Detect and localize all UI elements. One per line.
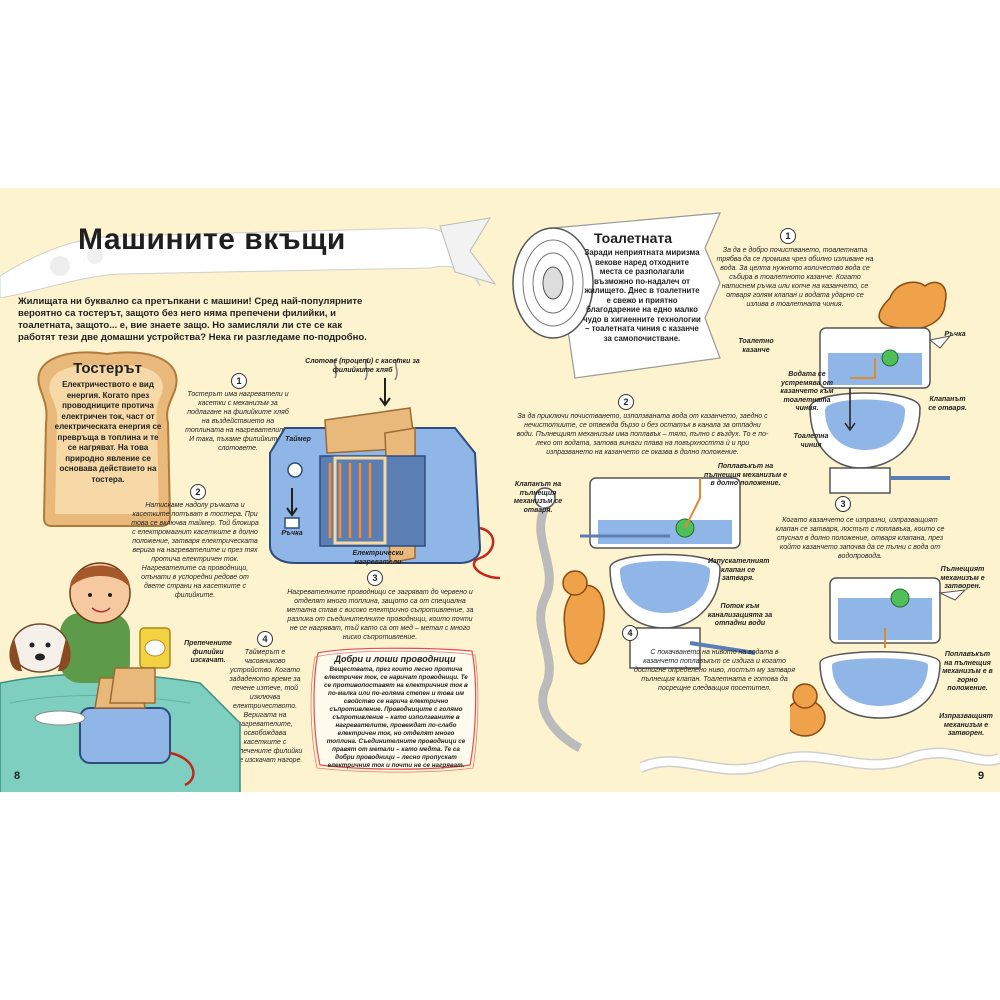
label-slots: Слотове (процепи) с касетки за филийките… [305, 358, 420, 374]
label-toilet-bowl: Тоалетна чиния [793, 433, 829, 449]
toaster-step-1-text: Тостерът има нагреватели и касетки с мех… [185, 391, 291, 452]
label-fill-closed: Пълнещият механизъм е затворен. [940, 566, 985, 590]
toilet-step-3-text: Когато казанчето се изпразни, изпразващи… [775, 517, 945, 560]
toilet-diagram-2 [534, 477, 756, 753]
toast-card [37, 351, 178, 527]
title-banner [0, 217, 497, 298]
toilet-step-4-text: С покачването на нивото на водата в каза… [634, 649, 795, 692]
toilet-body: Заради неприятната миризма векове наред … [583, 248, 701, 343]
step-number-2: 2 [190, 484, 206, 500]
kitchen-scene [0, 562, 241, 792]
conductors-body: Веществата, през които лесно протича еле… [324, 666, 468, 769]
step-number-3: 3 [367, 570, 383, 586]
label-toilet-tank: Тоалетно казанче [738, 338, 774, 354]
toaster-step-4-text: Таймерът е часовниково устройство. Когат… [227, 649, 303, 764]
label-timer: Таймер [285, 436, 311, 443]
toilet-step-number-2: 2 [618, 394, 634, 410]
page-title: Машините вкъщи [78, 223, 346, 256]
toilet-paper-roll [512, 212, 721, 379]
intro-text: Жилищата ни буквално са претъпкани с маш… [18, 296, 367, 343]
conductors-title: Добри и лоши проводници [334, 654, 456, 664]
step-number-1: 1 [231, 373, 247, 389]
toaster-title: Тостерът [73, 360, 142, 377]
toilet-step-number-4: 4 [622, 625, 638, 641]
toilet-title: Тоалетната [594, 230, 673, 246]
toilet-diagram-3 [790, 577, 967, 737]
page-number-left: 8 [14, 770, 21, 782]
label-sewer: Поток към канализацията за отпадни води [707, 603, 773, 627]
toaster-step-3-text: Нагревателните проводници се загряват до… [286, 589, 474, 641]
toaster-illustration [269, 358, 501, 580]
toaster-body: Електричеството е вид енергия. Когато пр… [54, 380, 162, 484]
label-heaters: Електрически нагреватели [352, 550, 404, 566]
label-flush-closed: Изпразващият механизъм е затворен. [939, 713, 993, 737]
label-toilet-handle: Ръчка [944, 331, 966, 338]
toaster-step-2-text: Натискаме надолу ръчката и касетките пот… [131, 502, 259, 599]
toilet-step-2-text: За да приключи почистването, използванат… [516, 413, 769, 456]
paper-trail [640, 747, 1000, 775]
toilet-step-1-text: За да е добро почистването, тоалетната т… [716, 247, 874, 308]
toilet-step-number-1: 1 [780, 228, 796, 244]
label-float-up: Поплавъкът на пълнещия механизъм е в гор… [942, 651, 993, 692]
label-fill-valve-open: Клапанът на пълнещия механизъм се отваря… [513, 481, 563, 514]
label-water-rush: Водата се устремява от казанчето към тоа… [780, 371, 834, 412]
label-drain-closes: Изпускателният клапан се затваря. [708, 558, 770, 582]
label-popped: Препечените филийки изскачат. [184, 640, 232, 664]
page-number-right: 9 [978, 770, 985, 782]
step-number-4: 4 [257, 631, 273, 647]
label-valve-open: Клапанът се отваря. [928, 396, 967, 412]
toilet-step-number-3: 3 [835, 496, 851, 512]
toilet-diagram-1 [809, 281, 952, 494]
label-float-down: Поплавъкът на пълнещия механизъм е в дол… [704, 463, 787, 487]
conductors-box [310, 647, 479, 773]
book-spread: Машините вкъщи Жилищата ни буквално са п… [0, 188, 1000, 792]
label-handle: Ръчка [281, 530, 303, 537]
